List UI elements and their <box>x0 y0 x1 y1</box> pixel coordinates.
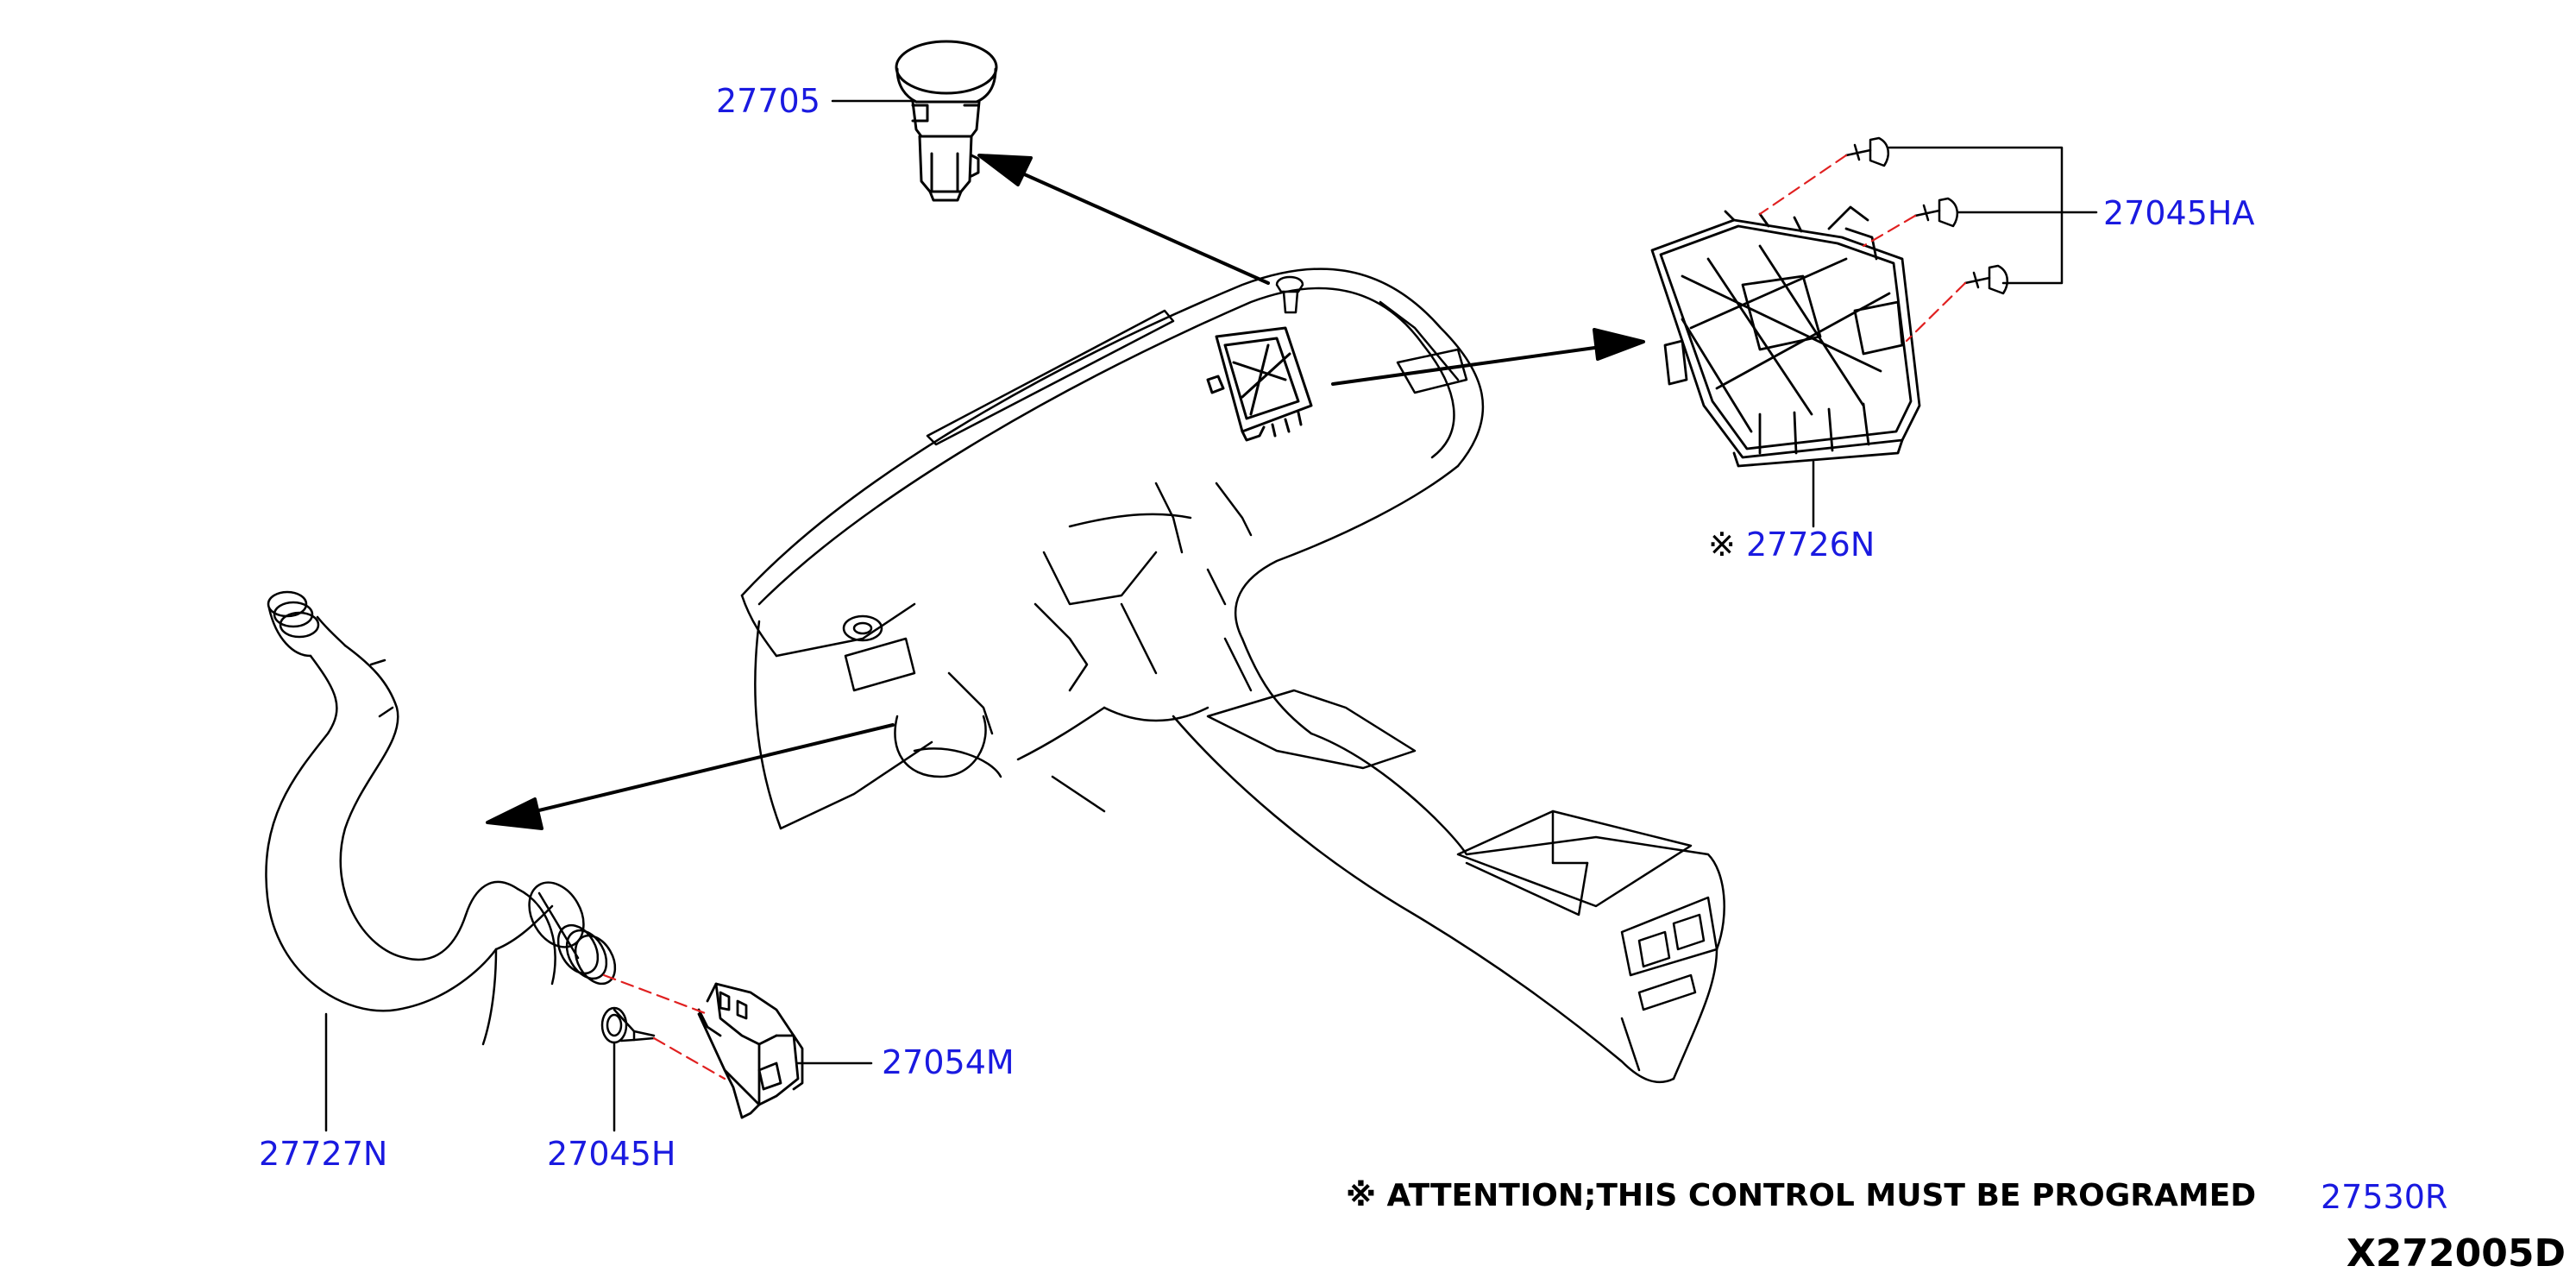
part-label-27727N[interactable]: 27727N <box>259 1135 388 1173</box>
control-unit-on-dash <box>1206 326 1313 442</box>
part-label-27726N[interactable]: 27726N <box>1745 526 1875 564</box>
arrows <box>486 154 1645 830</box>
screw-27045H-drawing <box>600 1006 656 1044</box>
bolts-27045HA-drawing <box>1844 136 2009 295</box>
leader-lines <box>324 99 2098 1132</box>
part-label-27530R[interactable]: 27530R <box>2321 1178 2448 1216</box>
part-label-27045HA[interactable]: 27045HA <box>2103 194 2255 232</box>
part-label-27705[interactable]: 27705 <box>716 82 820 120</box>
reference-mark-icon: ※ <box>1346 1178 1376 1213</box>
attention-note-text: ATTENTION;THIS CONTROL MUST BE PROGRAMED <box>1386 1178 2257 1213</box>
attention-note: ※ ATTENTION;THIS CONTROL MUST BE PROGRAM… <box>1346 1181 2256 1212</box>
duct-27727N-drawing <box>265 590 617 1046</box>
clip-on-dash <box>1275 275 1304 314</box>
dashed-lines <box>602 154 1967 1080</box>
reference-mark-icon: ※ <box>1708 526 1736 564</box>
instrument-panel <box>740 268 1725 1084</box>
sensor-27054M-drawing <box>697 982 804 1119</box>
part-label-27054M[interactable]: 27054M <box>882 1043 1015 1081</box>
part-label-27726N-wrap: ※ 27726N <box>1708 528 1875 561</box>
control-module-27726N-drawing <box>1650 205 1921 468</box>
clip-27705-drawing <box>895 40 998 202</box>
figure-id: X272005D <box>2346 1231 2566 1276</box>
part-label-27045H[interactable]: 27045H <box>547 1135 676 1173</box>
